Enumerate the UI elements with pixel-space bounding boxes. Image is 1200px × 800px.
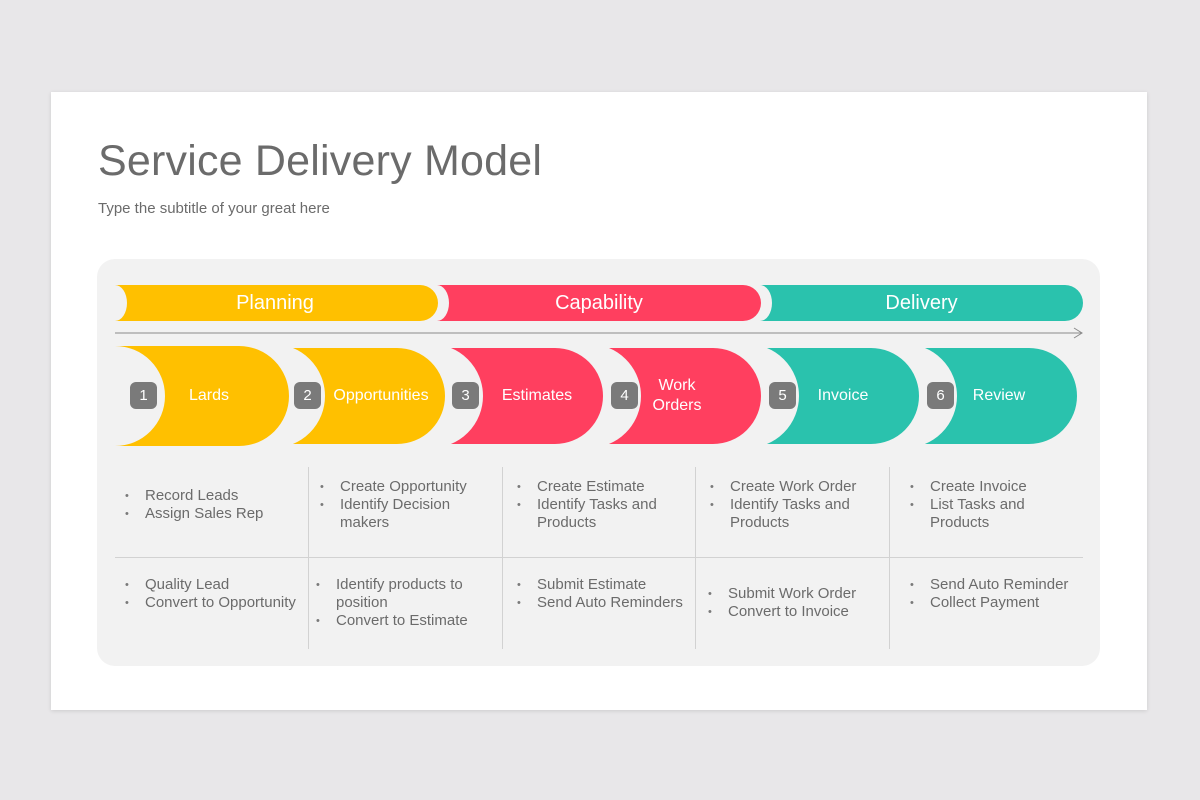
list-item: Create Estimate: [515, 478, 700, 496]
step-badge-3: 3: [452, 382, 479, 409]
row-divider: [115, 557, 1083, 558]
detail-cell-r1-c5: Create Invoice List Tasks and Products: [900, 478, 1083, 532]
step-label-1: Lards: [188, 387, 230, 404]
phase-bar-delivery: [760, 285, 1083, 321]
list-item: Send Auto Reminder: [908, 576, 1083, 594]
detail-cell-r2-c1: Quality Lead Convert to Opportunity: [115, 576, 308, 612]
bullet-list: Identify products to position Convert to…: [314, 576, 499, 630]
list-item: Convert to Invoice: [706, 603, 891, 621]
list-item: Create Invoice: [908, 478, 1083, 496]
list-item: Submit Work Order: [706, 585, 891, 603]
step-badge-2: 2: [294, 382, 321, 409]
step-label-6: Review: [972, 387, 1026, 404]
step-label-3: Estimates: [501, 387, 573, 404]
bullet-list: Submit Work Order Convert to Invoice: [706, 585, 891, 621]
list-item: Convert to Estimate: [314, 612, 499, 630]
list-item: List Tasks and Products: [908, 496, 1083, 532]
bullet-list: Send Auto Reminder Collect Payment: [908, 576, 1083, 612]
bullet-list: Quality Lead Convert to Opportunity: [123, 576, 308, 612]
detail-cell-r2-c4: Submit Work Order Convert to Invoice: [698, 585, 891, 621]
detail-cell-r1-c2: Create Opportunity Identify Decision mak…: [310, 478, 503, 532]
detail-cell-r2-c2: Identify products to position Convert to…: [306, 576, 499, 630]
list-item: Assign Sales Rep: [123, 505, 308, 523]
column-divider: [502, 467, 503, 649]
bullet-list: Create Work Order Identify Tasks and Pro…: [708, 478, 893, 532]
bullet-list: Create Invoice List Tasks and Products: [908, 478, 1083, 532]
list-item: Identify Tasks and Products: [515, 496, 700, 532]
list-item: Create Work Order: [708, 478, 893, 496]
bullet-list: Record Leads Assign Sales Rep: [123, 487, 308, 523]
phase-bar-capability: [437, 285, 761, 321]
list-item: Submit Estimate: [515, 576, 700, 594]
detail-cell-r1-c3: Create Estimate Identify Tasks and Produ…: [507, 478, 700, 532]
list-item: Quality Lead: [123, 576, 308, 594]
bullet-list: Create Opportunity Identify Decision mak…: [318, 478, 503, 532]
list-item: Identify Tasks and Products: [708, 496, 893, 532]
list-item: Identify Decision makers: [318, 496, 503, 532]
phase-label-planning: Planning: [236, 292, 314, 314]
detail-cell-r1-c4: Create Work Order Identify Tasks and Pro…: [700, 478, 893, 532]
step-badge-5: 5: [769, 382, 796, 409]
phase-label-delivery: Delivery: [885, 292, 958, 314]
list-item: Record Leads: [123, 487, 308, 505]
step-shape-5: [746, 344, 923, 448]
detail-cell-r2-c3: Submit Estimate Send Auto Reminders: [507, 576, 700, 612]
step-badge-1: 1: [130, 382, 157, 409]
timeline-arrow: [115, 327, 1083, 339]
list-item: Identify products to position: [314, 576, 499, 612]
list-item: Collect Payment: [908, 594, 1083, 612]
bullet-list: Create Estimate Identify Tasks and Produ…: [515, 478, 700, 532]
list-item: Convert to Opportunity: [123, 594, 308, 612]
step-label-2: Opportunities: [333, 387, 429, 404]
step-shape-3: [430, 344, 607, 448]
process-diagram: [115, 285, 1083, 448]
list-item: Send Auto Reminders: [515, 594, 700, 612]
step-shape-2: [272, 344, 449, 448]
phase-bar-planning: [115, 285, 438, 321]
step-shape-1: [115, 346, 289, 446]
page-subtitle: Type the subtitle of your great here: [98, 200, 330, 217]
list-item: Create Opportunity: [318, 478, 503, 496]
bullet-list: Submit Estimate Send Auto Reminders: [515, 576, 700, 612]
slide: Service Delivery Model Type the subtitle…: [51, 92, 1147, 710]
step-shape-4: [588, 344, 765, 448]
column-divider: [889, 467, 890, 649]
step-badge-4: 4: [611, 382, 638, 409]
column-divider: [308, 467, 309, 649]
process-panel: Planning Capability Delivery 1 2 3 4 5 6…: [97, 259, 1100, 666]
column-divider: [695, 467, 696, 649]
step-shape-6: [904, 344, 1081, 448]
step-label-4: Work Orders: [652, 377, 702, 414]
page-title: Service Delivery Model: [98, 137, 543, 185]
detail-cell-r2-c5: Send Auto Reminder Collect Payment: [900, 576, 1083, 612]
step-label-5: Invoice: [817, 387, 869, 404]
detail-cell-r1-c1: Record Leads Assign Sales Rep: [115, 487, 308, 523]
phase-label-capability: Capability: [555, 292, 643, 314]
step-badge-6: 6: [927, 382, 954, 409]
details-grid: Record Leads Assign Sales Rep Create Opp…: [115, 467, 1083, 649]
